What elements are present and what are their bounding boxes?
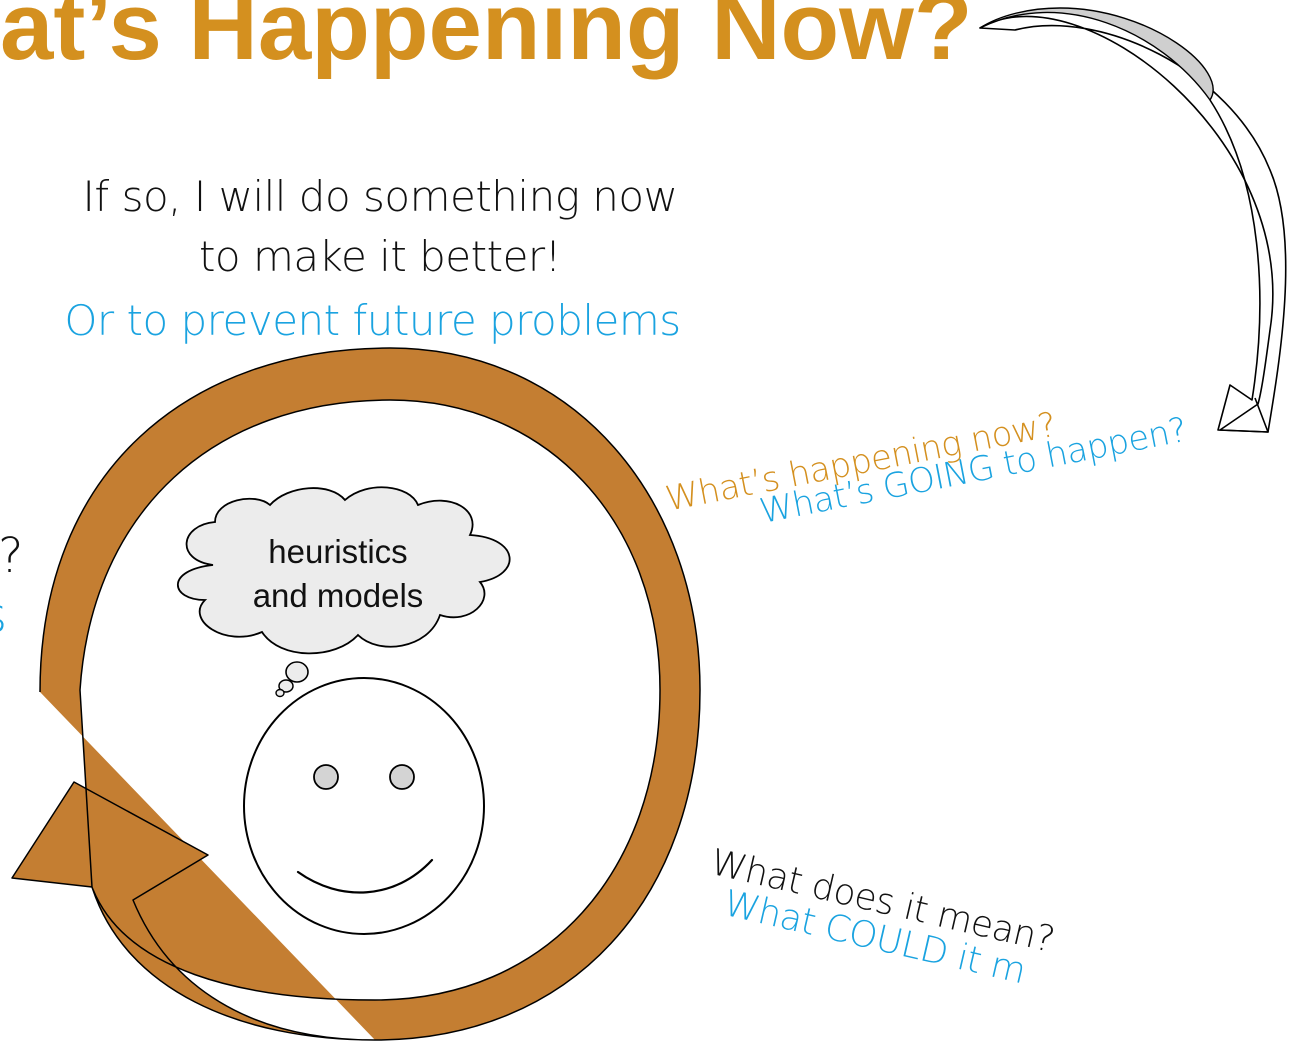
thought-cloud-line2: and models [252, 577, 424, 614]
curved-arrow-icon [979, 7, 1287, 433]
action-text-line3: Or to prevent future problems [64, 296, 681, 345]
thought-cloud-label: heuristics and models [198, 530, 478, 618]
thought-cloud-icon [177, 486, 511, 698]
action-text-line1: If so, I will do something now [82, 172, 678, 221]
thought-cloud-line1: heuristics [268, 533, 408, 570]
page-title: at’s Happening Now? [0, 0, 973, 80]
action-text-line2: to make it better! [198, 232, 562, 281]
left-question-mark: ? [0, 528, 23, 584]
smiley-face-icon [243, 677, 485, 935]
left-partial-text: s [0, 588, 7, 644]
circular-arrow-icon [11, 347, 701, 1041]
